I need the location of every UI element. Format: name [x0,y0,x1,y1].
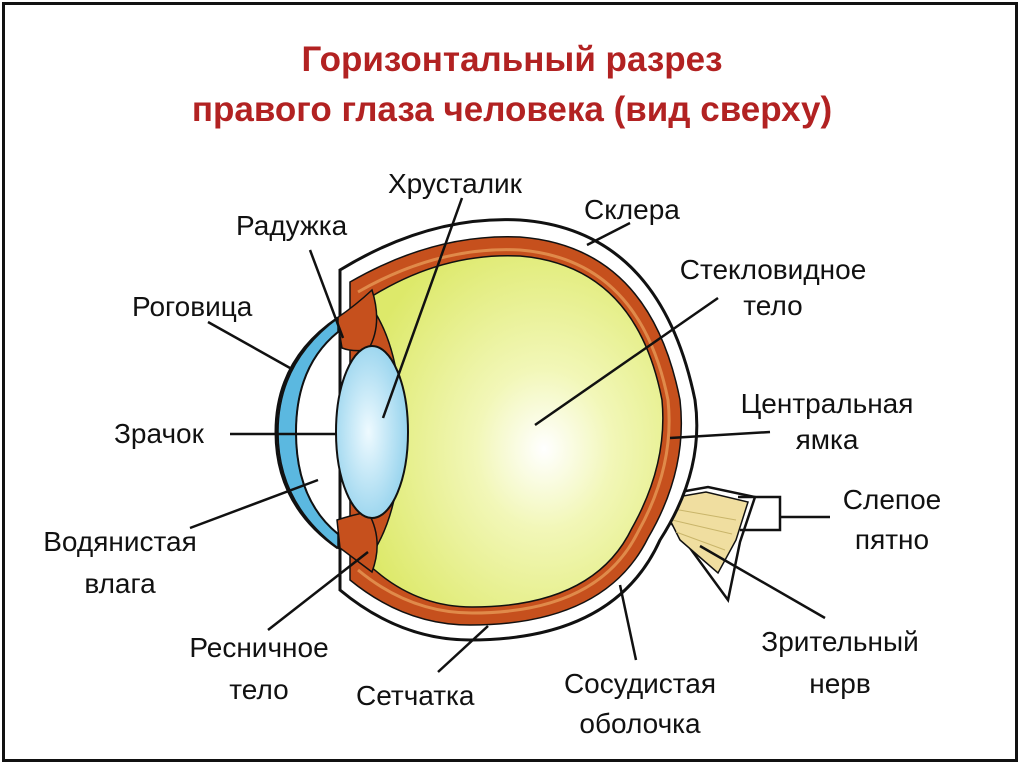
title-line-2: правого глаза человека (вид сверху) [191,90,833,129]
iris-lower [336,511,378,574]
label-fovea: Центральная ямка [722,390,932,454]
cornea-outer [274,316,339,550]
label-retina: Сетчатка [356,680,475,711]
label-aqueous-line-2: влага [84,568,156,599]
leader-ciliary [267,551,369,631]
label-cornea: Роговица [132,291,253,322]
leader-iris [308,249,345,339]
label-blind-spot-line-1: Слепое [842,484,942,515]
leader-aqueous [189,478,319,530]
label-aqueous-line-1: Водянистая [43,526,197,557]
label-blind-spot: Слепое пятно [832,486,952,554]
label-ciliary-line-1: Ресничное [189,632,329,663]
label-choroid-line-2: оболочка [579,708,701,739]
label-sclera: Склера [584,194,680,225]
lens [335,345,409,519]
leader-sclera [586,221,631,247]
label-optic-nerve: Зрительный нерв [740,628,940,698]
label-vitreous-line-1: Стекловидное [679,254,867,285]
leader-optic-nerve [699,544,826,620]
label-ciliary: Ресничное тело [170,634,348,704]
retina [357,248,671,615]
leader-cornea [207,320,291,370]
blind-spot-bracket [738,495,782,532]
leader-fovea [669,430,771,440]
leader-vitreous [534,296,719,427]
label-optic-nerve-line-1: Зрительный [761,626,919,657]
label-aqueous: Водянистая влага [22,528,218,598]
label-vitreous-line-2: тело [743,290,803,321]
label-pupil: Зрачок [114,418,204,449]
leader-lens [381,197,464,419]
label-optic-nerve-line-2: нерв [809,668,871,699]
label-choroid-line-1: Сосудистая [563,668,717,699]
label-fovea-line-2: ямка [795,424,859,455]
leader-retina [437,625,489,673]
label-choroid: Сосудистая оболочка [540,670,740,738]
title-line-1: Горизонтальный разрез [301,40,723,79]
label-iris: Радужка [236,210,348,241]
label-lens: Хрусталик [388,168,522,199]
iris-upper [336,288,378,352]
label-blind-spot-line-2: пятно [854,524,930,555]
label-vitreous: Стекловидное тело [660,256,886,320]
label-ciliary-line-2: тело [229,674,289,705]
optic-nerve [658,491,749,575]
label-fovea-line-1: Центральная [740,388,914,419]
leader-choroid [618,584,638,661]
